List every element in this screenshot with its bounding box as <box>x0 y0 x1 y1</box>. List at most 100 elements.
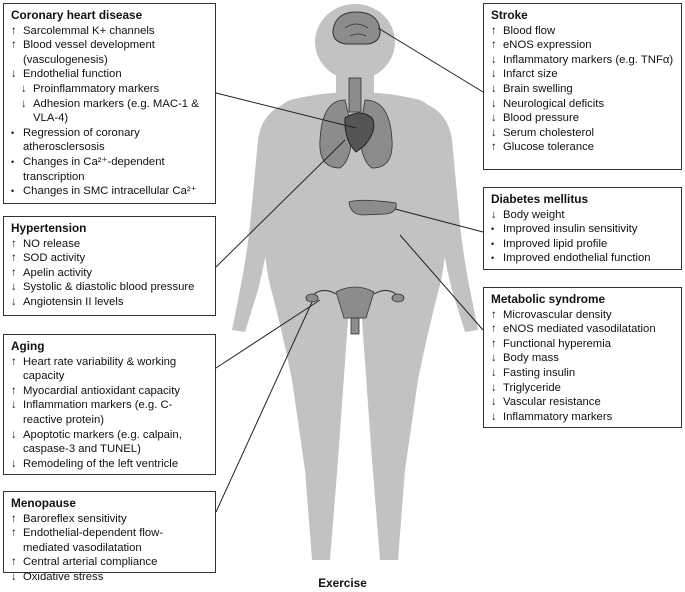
effect-text: Inflammatory markers (e.g. TNFα) <box>503 53 674 66</box>
effect-text: Endothelial-dependent flow-mediated vaso… <box>23 527 164 554</box>
effect-text: Apelin activity <box>23 266 93 279</box>
metabolic-syndrome-box: Metabolic syndrome↑Microvascular density… <box>483 287 682 428</box>
effect-list: ↓Body weight•Improved insulin sensitivit… <box>491 208 675 266</box>
effect-item: ↑ eNOS mediated vasodilatation <box>491 322 675 337</box>
effect-item: ↓Brain swelling <box>491 82 675 97</box>
decrease-arrow-icon: ↓ <box>11 570 17 583</box>
brain-icon <box>332 11 381 45</box>
effect-text: Sarcolemmal K+ channels <box>23 24 155 37</box>
effect-item: ↓Infarct size <box>491 67 675 82</box>
effect-text: Neurological deficits <box>503 97 605 110</box>
effect-item: ↑Apelin activity <box>11 266 209 281</box>
effect-text: Central arterial compliance <box>23 556 158 569</box>
bullet-icon: • <box>491 238 495 249</box>
effect-item: • Improved lipid profile <box>491 237 675 252</box>
effect-text: eNOS mediated vasodilatation <box>503 323 656 336</box>
effect-item: ↑Blood flow <box>491 24 675 39</box>
decrease-arrow-icon: ↓ <box>21 97 27 110</box>
connector-stroke <box>377 27 484 93</box>
decrease-arrow-icon: ↓ <box>491 53 497 66</box>
right-ovary-icon <box>391 293 405 303</box>
effect-text: Proinflammatory markers <box>33 82 160 95</box>
effect-item: ↓ Neurological deficits <box>491 97 675 112</box>
effect-item: ↑Sarcolemmal K+ channels <box>11 24 209 39</box>
effect-text: Blood vessel development (vasculogenesis… <box>23 39 155 66</box>
effect-item: ↑eNOS expression <box>491 38 675 53</box>
effect-text: Improved lipid profile <box>503 237 608 250</box>
effect-text: Body mass <box>503 352 559 365</box>
box-title: Aging <box>11 339 45 353</box>
increase-arrow-icon: ↑ <box>11 556 17 569</box>
effect-text: Apoptotic markers (e.g. calpain, caspase… <box>23 428 182 456</box>
connector-metabolic <box>399 234 484 331</box>
increase-arrow-icon: ↑ <box>491 39 497 52</box>
effect-text: Changes in Ca²⁺-dependent transcription <box>23 155 165 183</box>
effect-text: Inflammation markers (e.g. C-reactive pr… <box>23 399 173 426</box>
effect-item: ↑Baroreflex sensitivity <box>11 512 209 527</box>
effect-text: SOD activity <box>23 252 86 265</box>
effect-item: ↑ NO release <box>11 237 209 252</box>
increase-arrow-icon: ↑ <box>491 308 497 321</box>
connector-menopause <box>215 301 313 513</box>
decrease-arrow-icon: ↓ <box>491 352 497 365</box>
effect-item: ↑Microvascular density <box>491 308 675 323</box>
decrease-arrow-icon: ↓ <box>491 97 497 110</box>
effect-item: •Regression of coronary atherosclersosis <box>11 126 209 155</box>
effect-item: ↓Serum cholesterol <box>491 126 675 141</box>
decrease-arrow-icon: ↓ <box>491 126 497 139</box>
effect-item: ↑Glucose tolerance <box>491 140 675 155</box>
increase-arrow-icon: ↑ <box>491 141 497 154</box>
effect-item: •Improved endothelial function <box>491 251 675 266</box>
effect-item: ↑Heart rate variability & working capaci… <box>11 355 209 384</box>
bullet-icon: • <box>491 253 495 264</box>
bullet-icon: • <box>11 127 15 138</box>
decrease-arrow-icon: ↓ <box>11 428 17 441</box>
increase-arrow-icon: ↑ <box>491 24 497 37</box>
box-title: Hypertension <box>11 221 87 235</box>
decrease-arrow-icon: ↓ <box>491 112 497 125</box>
effect-text: Heart rate variability & working capacit… <box>23 355 177 383</box>
left-lung-icon <box>319 99 353 169</box>
decrease-arrow-icon: ↓ <box>11 281 17 294</box>
box-title: Menopause <box>11 496 76 510</box>
effect-text: Adhesion markers (e.g. MAC-1 & VLA-4) <box>33 97 199 125</box>
increase-arrow-icon: ↑ <box>11 252 17 265</box>
stroke-box: Stroke↑Blood flow↑eNOS expression↓Inflam… <box>483 3 682 170</box>
effect-item: ↓ Oxidative stress <box>11 570 209 585</box>
decrease-arrow-icon: ↓ <box>21 82 27 95</box>
decrease-arrow-icon: ↓ <box>11 68 17 81</box>
effect-text: Blood pressure <box>503 112 579 125</box>
effect-item: ↓ Inflammatory markers (e.g. TNFα) <box>491 53 675 68</box>
effect-item: •Changes in SMC intracellular Ca²⁺ <box>11 184 209 199</box>
effect-item: ↓ Apoptotic markers (e.g. calpain, caspas… <box>11 428 209 457</box>
effect-item: ↓Body weight <box>491 208 675 223</box>
effect-text: NO release <box>23 237 81 250</box>
decrease-arrow-icon: ↓ <box>11 457 17 470</box>
decrease-arrow-icon: ↓ <box>491 381 497 394</box>
effect-item: ↓Fasting insulin <box>491 366 675 381</box>
effect-list: ↑Baroreflex sensitivity↑Endothelial-depe… <box>11 512 209 585</box>
heart-icon <box>344 112 375 153</box>
increase-arrow-icon: ↑ <box>11 39 17 52</box>
effect-item: ↑Myocardial antioxidant capacity <box>11 384 209 399</box>
box-title: Diabetes mellitus <box>491 192 589 206</box>
increase-arrow-icon: ↑ <box>11 384 17 397</box>
effect-item: ↓ Proinflammatory markers <box>11 82 209 97</box>
decrease-arrow-icon: ↓ <box>11 295 17 308</box>
increase-arrow-icon: ↑ <box>491 323 497 336</box>
box-title: Stroke <box>491 8 528 22</box>
decrease-arrow-icon: ↓ <box>491 396 497 409</box>
effect-item: ↑ Central arterial compliance <box>11 555 209 570</box>
effect-text: Vascular resistance <box>503 396 601 409</box>
effect-item: ↓Endothelial function <box>11 67 209 82</box>
effect-item: ↑ Blood vessel development (vasculogenesi… <box>11 38 209 67</box>
effect-item: ↑Endothelial-dependent flow-mediated vas… <box>11 526 209 555</box>
increase-arrow-icon: ↑ <box>11 237 17 250</box>
connector-aging <box>215 299 321 369</box>
bullet-icon: • <box>11 186 15 197</box>
effect-item: ↓Inflammation markers (e.g. C-reactive p… <box>11 398 209 427</box>
effect-text: Oxidative stress <box>23 570 104 583</box>
effect-item: ↓Remodeling of the left ventricle <box>11 457 209 472</box>
increase-arrow-icon: ↑ <box>491 337 497 350</box>
